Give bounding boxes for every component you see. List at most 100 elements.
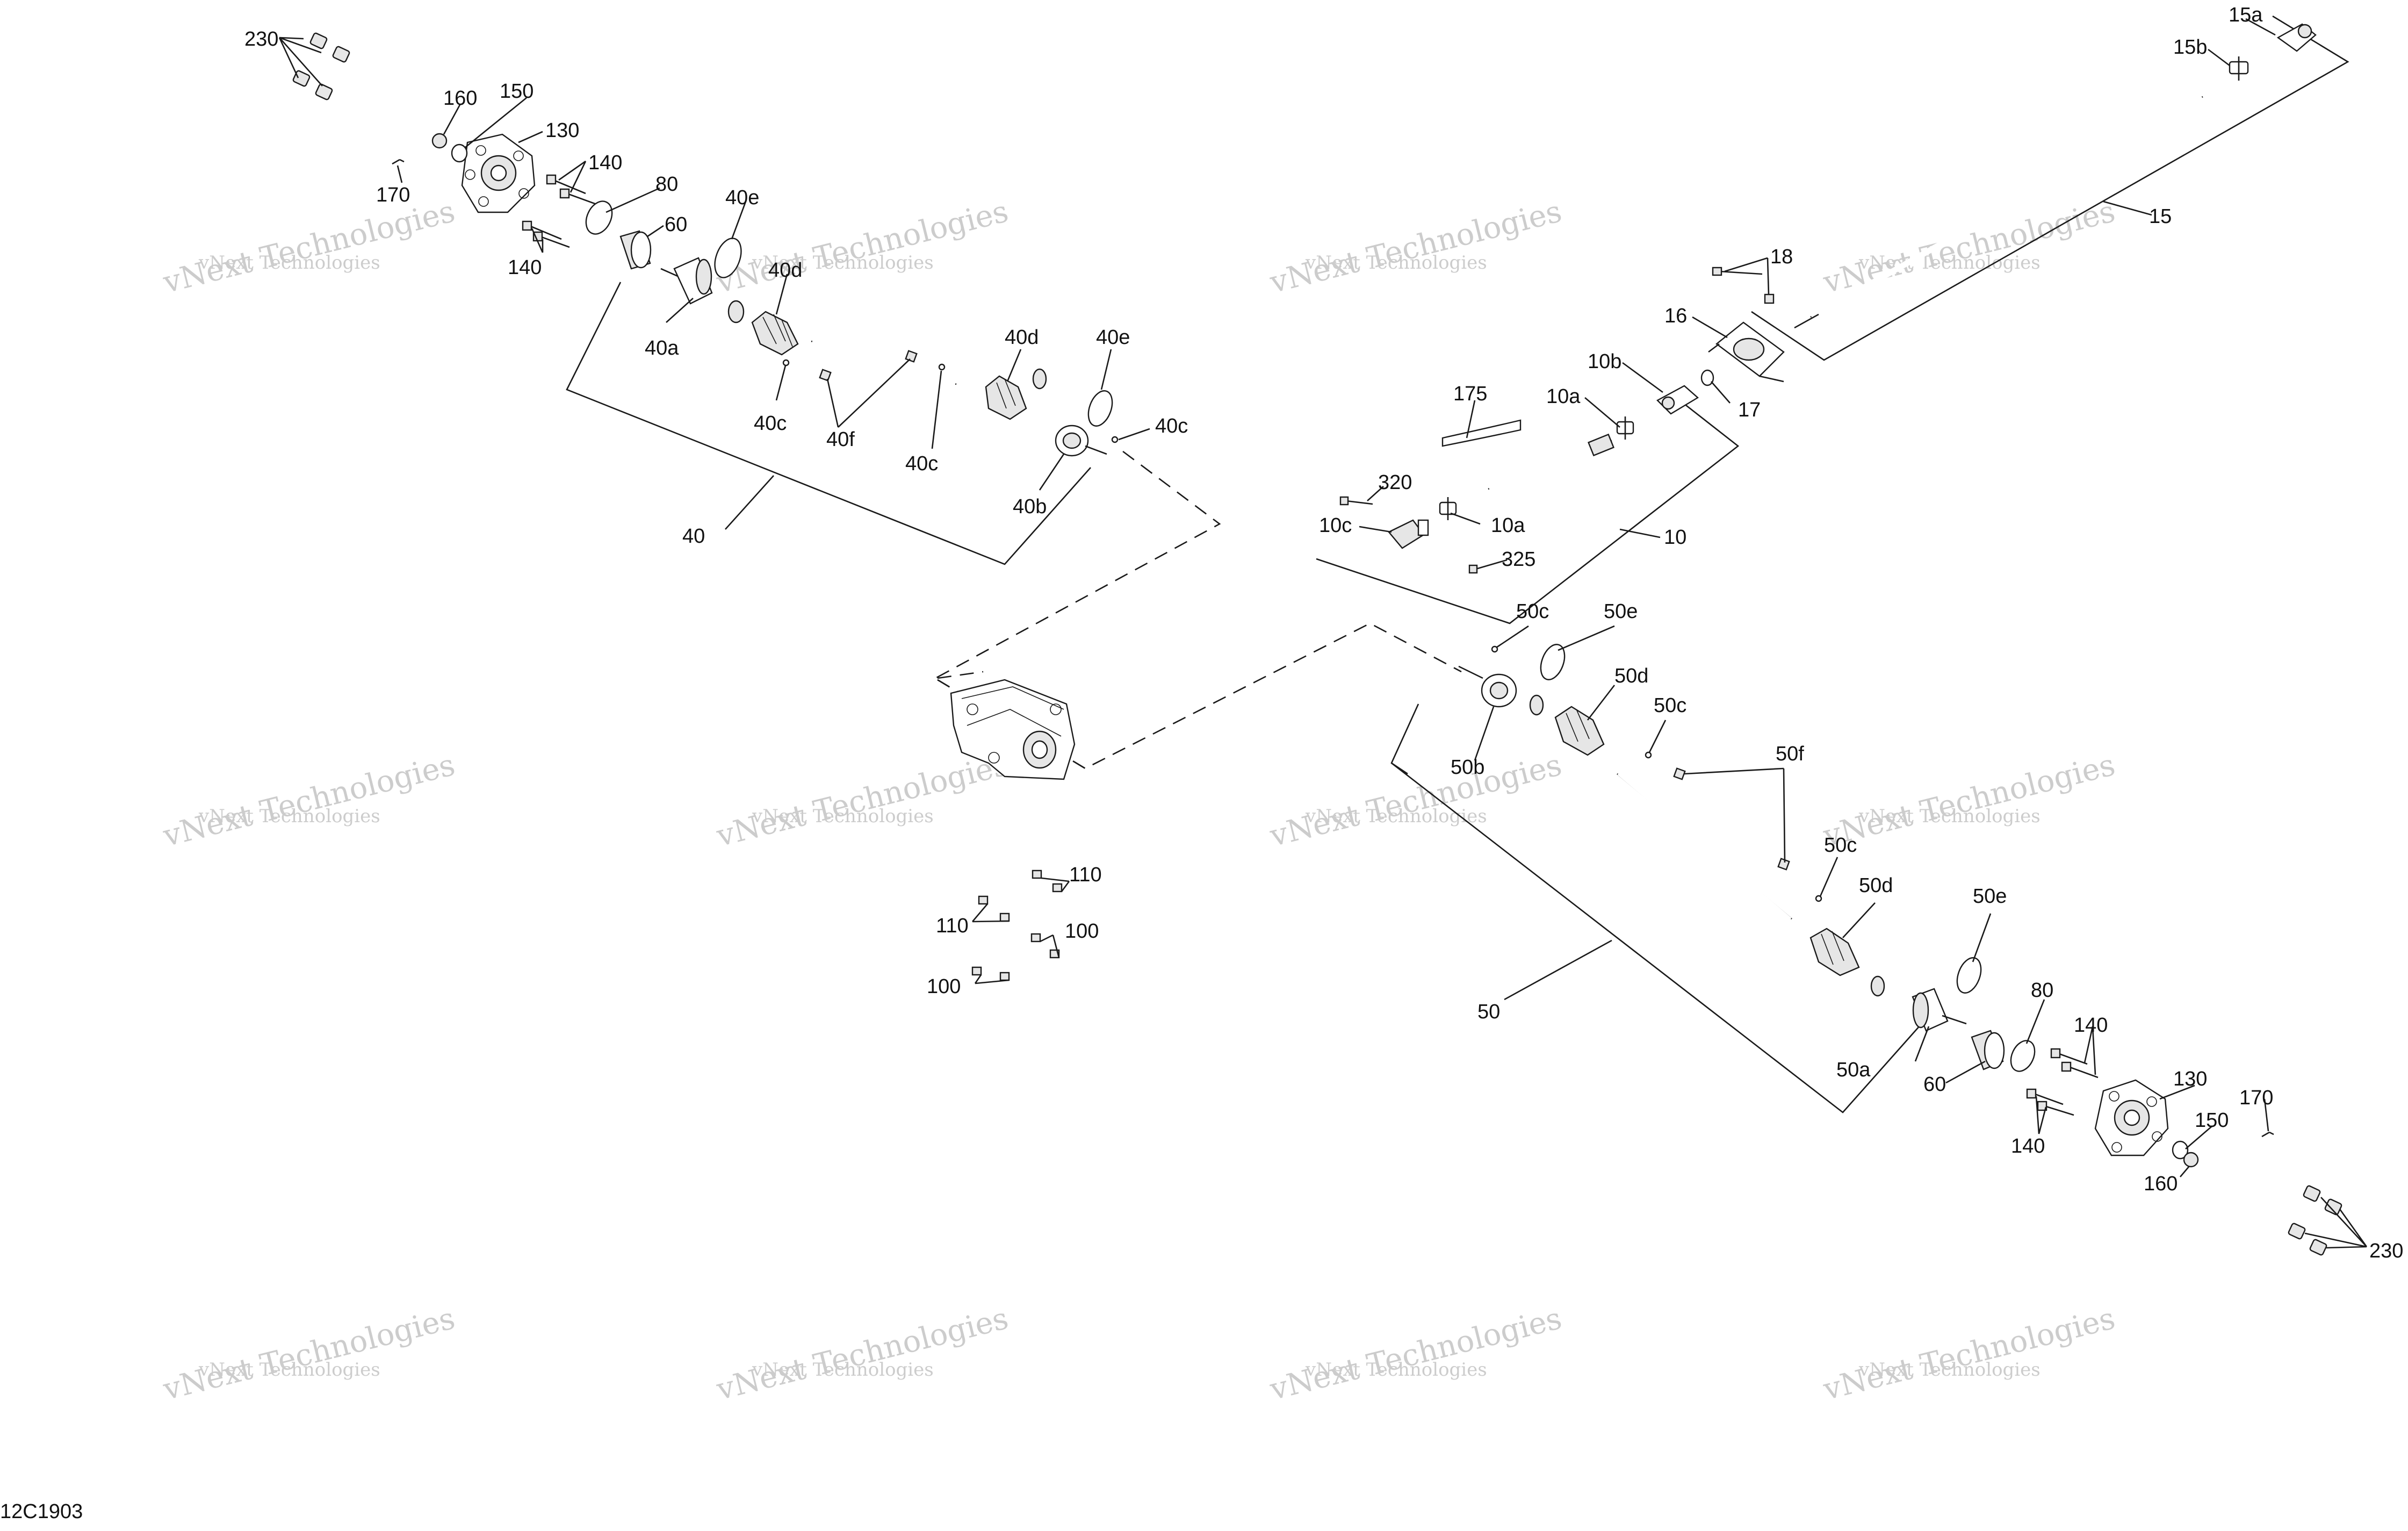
hub-assembly-bottom-right (2026, 1048, 2342, 1256)
watermark-text-large: vNext Technologies (160, 194, 458, 300)
watermark-text: vNext Technologies (198, 252, 380, 274)
wheel-nut-icon (2288, 1185, 2342, 1256)
callout-10a: 10a (1491, 514, 1525, 537)
o-ring-icon (1700, 369, 1714, 386)
hub-nut-icon (2183, 1152, 2199, 1168)
circlip-icon (1777, 858, 1790, 871)
watermark-text-large: vNext Technologies (713, 194, 1012, 300)
drive-shaft-10-icon (1488, 433, 1614, 492)
bolt-icon (999, 972, 1010, 981)
circlip-icon (819, 369, 832, 382)
bracket-15 (1751, 15, 2349, 361)
cv-boot-icon (985, 375, 1027, 420)
hose-icon (1441, 419, 1522, 447)
callout-50d: 50d (1614, 665, 1648, 687)
bracket-50 (1390, 703, 1929, 1113)
callout-100: 100 (1065, 920, 1099, 943)
callout-130: 130 (2173, 1068, 2207, 1090)
bolt-icon (1339, 496, 1373, 506)
watermark-text-large: vNext Technologies (1820, 747, 2118, 854)
callout-50e: 50e (1973, 885, 2007, 908)
bolt-icon (999, 912, 1010, 922)
centerline-gearbox-top (937, 671, 984, 679)
watermark-text: vNext Technologies (752, 252, 934, 274)
watermark-text-large: vNext Technologies (1266, 1301, 1565, 1407)
clip-icon (1815, 895, 1822, 902)
callout-140: 140 (508, 256, 542, 279)
wheel-hub-icon (461, 133, 536, 213)
callout-140: 140 (588, 152, 622, 174)
clamp-icon (714, 238, 742, 278)
watermark: vNext Technologies vNext Technologies (1820, 1301, 2118, 1407)
bolt-icon (522, 174, 597, 248)
clamp-small-icon (1870, 975, 1885, 997)
callout-140: 140 (2011, 1135, 2045, 1158)
hub-assembly-top-left (292, 32, 652, 270)
washer-icon (2172, 1140, 2189, 1160)
diagram-code: 12C1903 (0, 1500, 83, 1523)
callout-50e: 50e (1604, 600, 1638, 623)
propeller-shaft-parts (1339, 23, 2317, 574)
yoke-icon (1388, 519, 1429, 549)
callout-50b: 50b (1451, 756, 1484, 779)
callout-50d: 50d (1859, 874, 1893, 897)
callout-10: 10 (1664, 526, 1686, 549)
bolt-icon (971, 966, 982, 976)
callout-50: 50 (1477, 1001, 1500, 1023)
clamp-icon (1087, 390, 1113, 427)
clamp-small-icon (1529, 694, 1544, 716)
callout-40a: 40a (645, 337, 679, 360)
callout-50c: 50c (1654, 694, 1686, 717)
group-brackets (566, 15, 2349, 1113)
callout-100: 100 (927, 975, 961, 998)
watermark-text: vNext Technologies (1305, 1359, 1487, 1381)
wheel-nut-icon (292, 32, 350, 100)
leader-40 (725, 475, 774, 530)
cv-boot-icon (1554, 706, 1605, 756)
callout-60: 60 (1923, 1073, 1946, 1096)
callout-40d: 40d (1005, 326, 1039, 349)
watermark-text-large: vNext Technologies (713, 747, 1012, 854)
callout-15b: 15b (2173, 36, 2207, 59)
callout-230: 230 (244, 28, 278, 51)
callout-175: 175 (1453, 383, 1487, 405)
clamp-icon (1956, 957, 1982, 994)
callout-80: 80 (655, 173, 678, 196)
snap-ring-icon (585, 200, 613, 235)
callout-40c: 40c (754, 412, 787, 435)
clip-icon (782, 359, 790, 366)
leader-15 (2103, 200, 2152, 216)
callout-150: 150 (500, 80, 533, 103)
callout-40d: 40d (768, 259, 802, 282)
callout-15: 15 (2149, 205, 2172, 228)
watermark: vNext Technologies vNext Technologies (160, 194, 458, 300)
bracket-50-tick (1391, 762, 1408, 775)
watermark: vNext Technologies vNext Technologies (713, 1301, 1012, 1407)
callout-50c: 50c (1824, 834, 1857, 857)
watermark-text-large: vNext Technologies (1820, 1301, 2118, 1407)
watermark-layer: vNext Technologies vNext Technologies vN… (160, 194, 2118, 1407)
watermark-text: vNext Technologies (198, 806, 380, 827)
wheel-hub-icon (2094, 1079, 2169, 1156)
watermark: vNext Technologies vNext Technologies (713, 747, 1012, 854)
callout-10a: 10a (1546, 385, 1581, 408)
callout-50a: 50a (1836, 1059, 1871, 1081)
bolt-icon (1712, 267, 1775, 304)
callout-10b: 10b (1588, 350, 1621, 373)
callout-17: 17 (1738, 399, 1761, 421)
watermark-text: vNext Technologies (752, 806, 934, 827)
snap-ring-icon (2010, 1040, 2036, 1072)
nut-icon (1468, 564, 1478, 574)
watermark: vNext Technologies vNext Technologies (160, 1301, 458, 1407)
clip-icon (938, 363, 946, 371)
yoke-icon (2276, 23, 2317, 52)
centerline-40-to-gearbox (934, 450, 1221, 679)
watermark-text-large: vNext Technologies (160, 1301, 458, 1407)
callout-160: 160 (2144, 1173, 2178, 1195)
callout-50f: 50f (1776, 743, 1804, 765)
circlip-icon (905, 350, 918, 363)
u-joint-cross-icon (1616, 416, 1634, 440)
bolt-icon (1030, 933, 1041, 943)
drive-shaft-40-parts (660, 238, 1119, 457)
